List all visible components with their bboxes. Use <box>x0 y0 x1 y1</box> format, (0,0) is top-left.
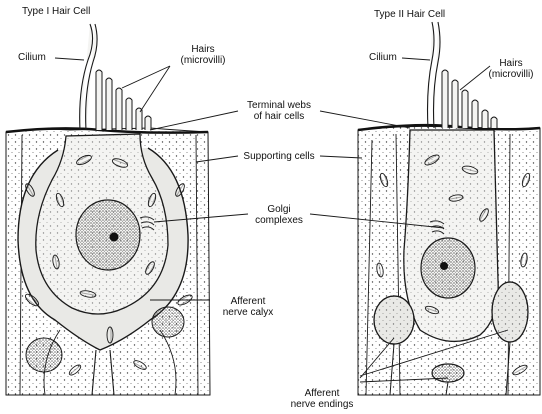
afferent-calyx-label-line2: nerve calyx <box>210 307 286 318</box>
hairs-label-left-line2: (microvilli) <box>168 55 238 66</box>
type2-cilium <box>428 22 441 128</box>
type1-cilium <box>80 24 97 130</box>
hairs-label-left-line1: Hairs <box>168 44 238 55</box>
afferent-endings-label-line1: Afferent <box>280 388 364 399</box>
type1-hairs-microvilli <box>96 70 151 130</box>
type1-hair-cell-group <box>6 24 210 395</box>
cilium-label-right: Cilium <box>369 52 397 63</box>
terminal-webs-label-line2: of hair cells <box>234 111 324 122</box>
afferent-calyx-label-line1: Afferent <box>210 296 286 307</box>
type1-title: Type I Hair Cell <box>22 6 90 17</box>
terminal-webs-label-line1: Terminal webs <box>234 100 324 111</box>
hairs-label-right-line2: (microvilli) <box>480 69 542 80</box>
type2-title: Type II Hair Cell <box>374 9 445 20</box>
type1-nucleus <box>76 200 140 270</box>
afferent-endings-label-line2: nerve endings <box>280 399 364 410</box>
hairs-label-right-line1: Hairs <box>480 58 542 69</box>
type2-nucleus <box>421 238 475 298</box>
supporting-cells-label: Supporting cells <box>234 151 324 162</box>
golgi-label-line1: Golgi <box>244 204 314 215</box>
golgi-label-line2: complexes <box>244 215 314 226</box>
cilium-label-left: Cilium <box>18 52 46 63</box>
